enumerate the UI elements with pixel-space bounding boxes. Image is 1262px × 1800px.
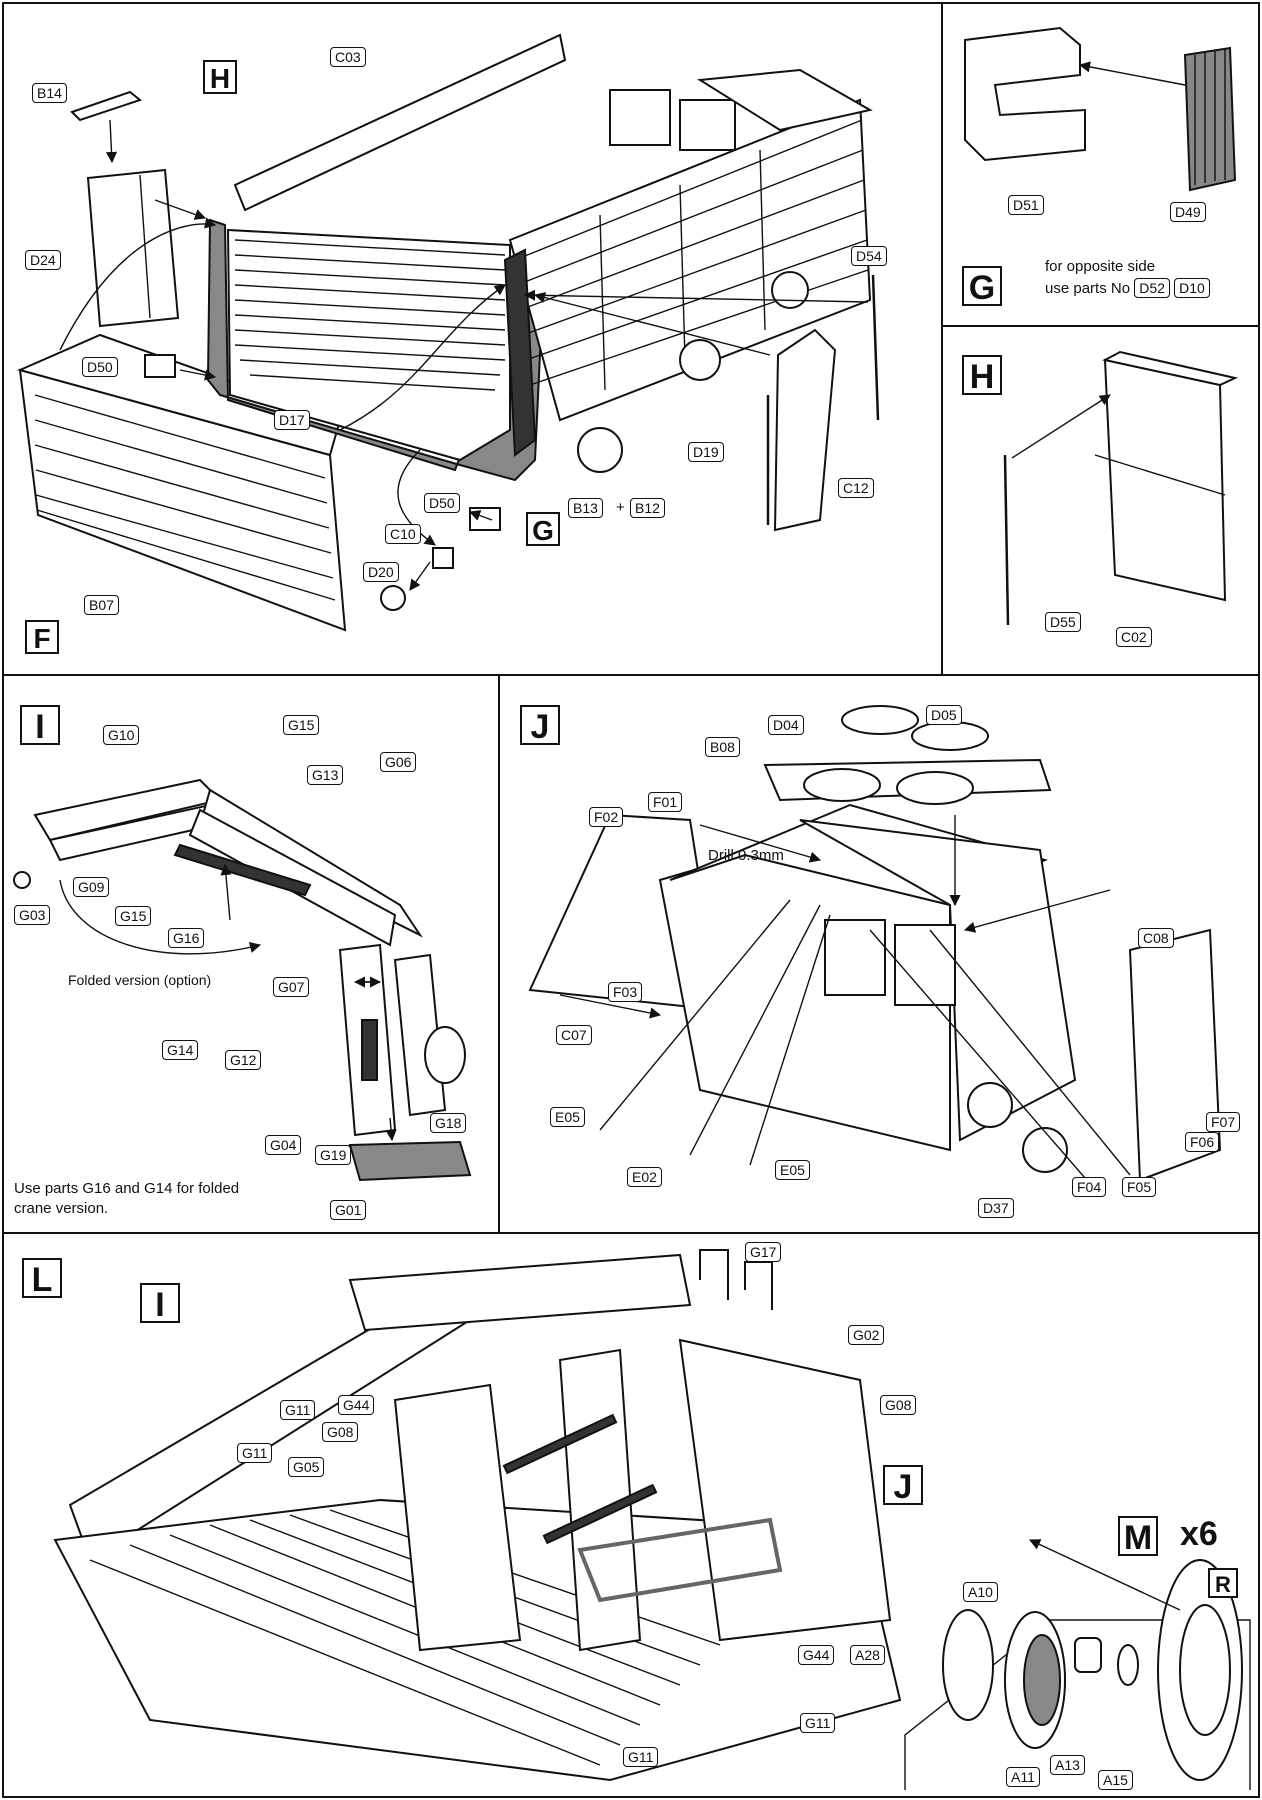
step-f-badge: F [25, 620, 59, 654]
label-g11-a: G11 [280, 1400, 316, 1420]
label-d19: D19 [688, 442, 724, 462]
label-d49: D49 [1170, 202, 1206, 222]
opposite-side-note-line1: for opposite side [1045, 258, 1156, 275]
hull-drawing [528, 705, 1222, 1182]
label-b13: B13 [568, 498, 603, 518]
crane-drawing [13, 778, 472, 1182]
label-g11-d: G11 [623, 1747, 659, 1767]
label-a10: A10 [963, 1582, 998, 1602]
label-e05-a: E05 [550, 1107, 585, 1127]
quantity-x6: x6 [1180, 1515, 1218, 1553]
label-b08: B08 [705, 737, 740, 757]
step-g-badge: G [962, 266, 1002, 307]
label-g11-b: G11 [237, 1443, 273, 1463]
label-b14: B14 [32, 83, 67, 103]
label-g18: G18 [430, 1113, 467, 1133]
h-part-drawing [1003, 350, 1239, 626]
label-f07: F07 [1206, 1112, 1241, 1132]
plus-sign: + [616, 499, 625, 516]
label-a28: A28 [850, 1645, 885, 1665]
label-c12: C12 [838, 478, 874, 498]
label-d50-a: D50 [82, 357, 118, 377]
drill-note: Drill 0.3mm [708, 847, 784, 864]
folded-version-note: Folded version (option) [68, 972, 212, 988]
subref-g-badge: G [526, 512, 560, 546]
label-d54: D54 [851, 246, 887, 266]
step-j-badge: J [520, 705, 560, 746]
label-g14: G14 [162, 1040, 199, 1060]
label-a11: A11 [1006, 1767, 1040, 1787]
label-d05: D05 [926, 705, 962, 725]
label-d24: D24 [25, 250, 61, 270]
label-c02: C02 [1116, 627, 1152, 647]
label-b07: B07 [84, 595, 119, 615]
label-f03: F03 [608, 982, 643, 1002]
step-i-badge: I [20, 705, 60, 746]
label-d20: D20 [363, 562, 399, 582]
label-g15-b: G15 [115, 906, 152, 926]
label-d55: D55 [1045, 612, 1081, 632]
label-g02: G02 [848, 1325, 885, 1345]
label-c10: C10 [385, 524, 421, 544]
subref-j-badge: J [883, 1465, 923, 1506]
label-g08-b: G08 [322, 1422, 359, 1442]
label-b12: B12 [630, 498, 665, 518]
label-d10: D10 [1174, 278, 1210, 298]
truck-bed-drawing [17, 33, 880, 632]
label-g09: G09 [73, 877, 110, 897]
label-d17: D17 [274, 410, 310, 430]
label-e05-b: E05 [775, 1160, 810, 1180]
subref-h-badge: H [203, 60, 237, 94]
label-g44-a: G44 [338, 1395, 375, 1415]
label-g15-a: G15 [283, 715, 320, 735]
label-c03: C03 [330, 47, 366, 67]
label-g05: G05 [288, 1457, 325, 1477]
label-d51: D51 [1008, 195, 1044, 215]
label-f04: F04 [1072, 1177, 1107, 1197]
label-d37: D37 [978, 1198, 1014, 1218]
label-e02: E02 [627, 1167, 662, 1187]
opposite-side-note-line2: use parts No D52 D10 [1045, 278, 1210, 298]
label-g08-a: G08 [880, 1395, 917, 1415]
label-g01: G01 [330, 1200, 367, 1220]
label-g19: G19 [315, 1145, 352, 1165]
variant-r-badge: R [1208, 1568, 1238, 1598]
label-d50-b: D50 [424, 493, 460, 513]
folded-crane-note-line2: crane version. [14, 1200, 109, 1217]
label-a13: A13 [1050, 1755, 1085, 1775]
label-c07: C07 [556, 1025, 592, 1045]
assembly-drawing [53, 1249, 902, 1782]
label-g17: G17 [745, 1242, 782, 1262]
label-g11-c: G11 [800, 1713, 836, 1733]
wheel-drawing [904, 1539, 1251, 1790]
subref-i-badge: I [140, 1283, 180, 1324]
step-l-badge: L [22, 1258, 62, 1299]
label-f01: F01 [648, 792, 683, 812]
label-g16: G16 [168, 928, 205, 948]
label-a15: A15 [1098, 1770, 1133, 1790]
label-g07: G07 [273, 977, 310, 997]
label-d04: D04 [768, 715, 804, 735]
label-f05: F05 [1122, 1177, 1157, 1197]
label-g04: G04 [265, 1135, 302, 1155]
label-g12: G12 [225, 1050, 262, 1070]
label-g44-b: G44 [798, 1645, 835, 1665]
label-g06: G06 [380, 752, 417, 772]
panel-i-frame [2, 674, 500, 1234]
label-c08: C08 [1138, 928, 1174, 948]
label-f06: F06 [1185, 1132, 1220, 1152]
opposite-side-note-text: use parts No [1045, 280, 1131, 297]
label-d52: D52 [1134, 278, 1170, 298]
step-m-badge: M [1118, 1516, 1158, 1557]
label-g10: G10 [103, 725, 140, 745]
g-part-drawing [964, 26, 1237, 192]
label-g13: G13 [307, 765, 344, 785]
label-f02: F02 [589, 807, 624, 827]
label-g03: G03 [14, 905, 51, 925]
step-h-badge: H [962, 355, 1002, 396]
folded-crane-note-line1: Use parts G16 and G14 for folded [14, 1180, 240, 1197]
